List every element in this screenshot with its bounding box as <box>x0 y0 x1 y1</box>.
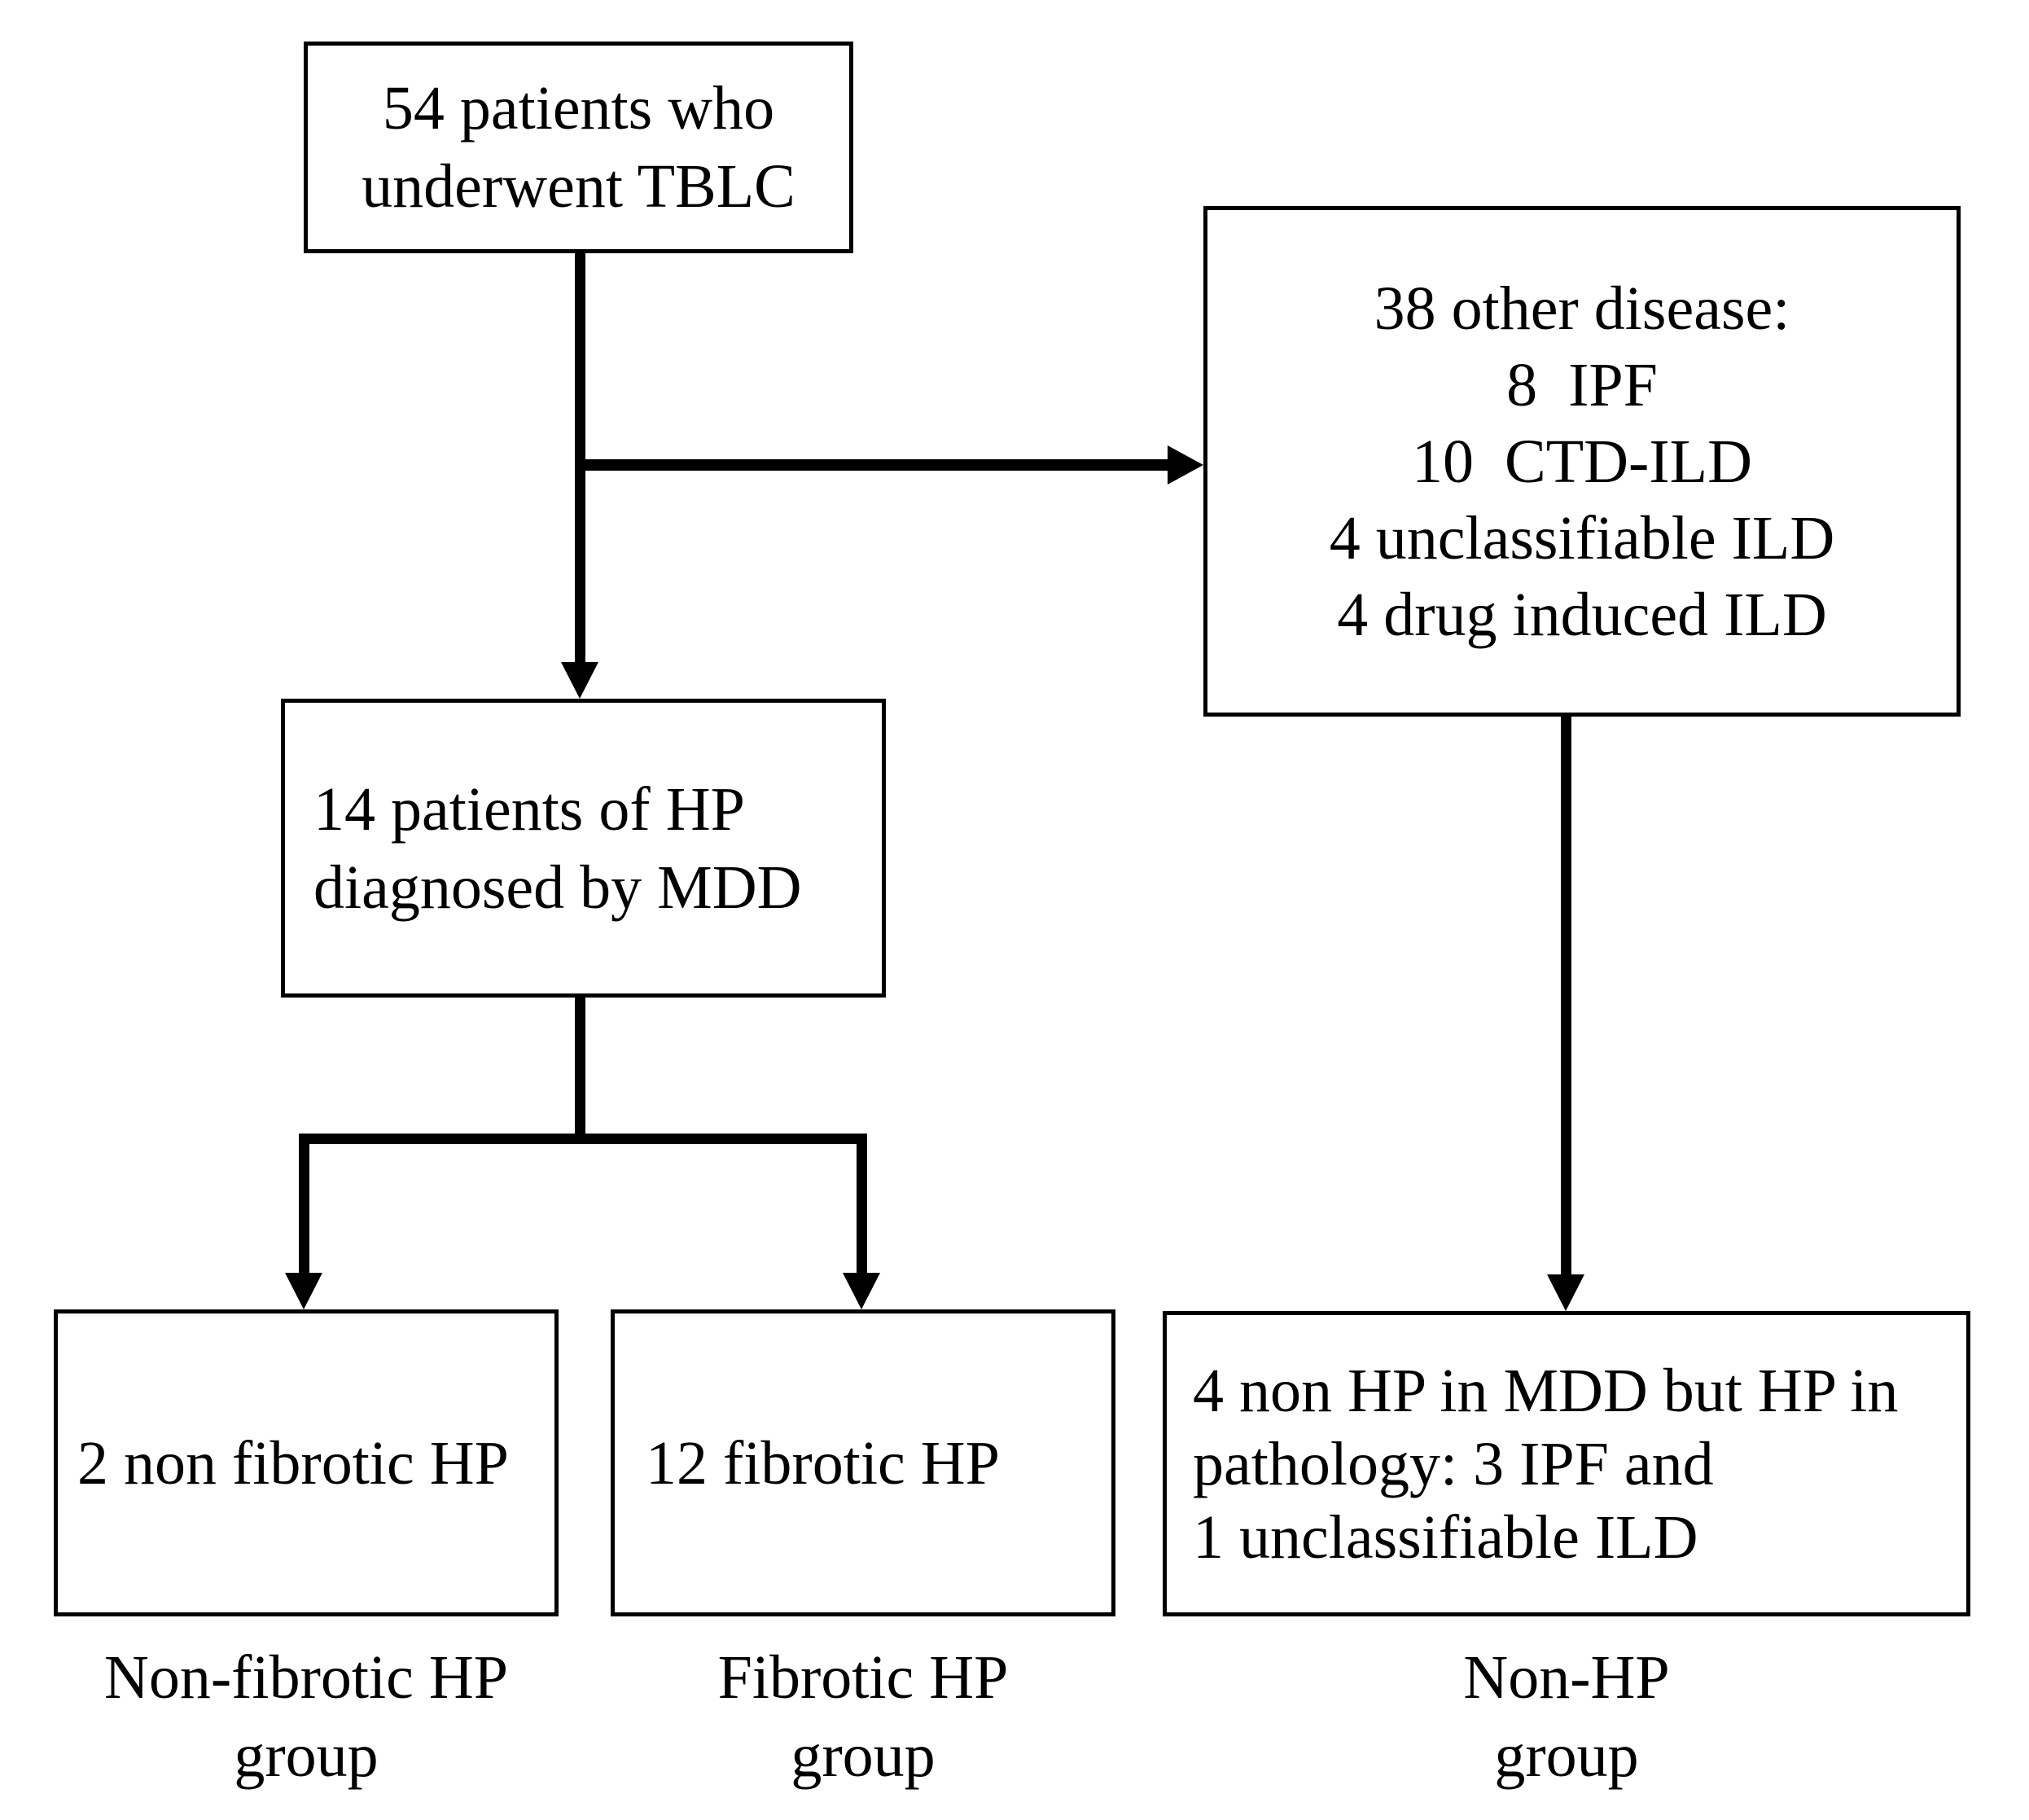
arrowhead-down-icon <box>843 1273 880 1309</box>
node-12-fibrotic-hp: 12 fibrotic HP <box>611 1309 1115 1616</box>
node-54-patients-tblc: 54 patients who underwent TBLC <box>304 42 853 253</box>
group-label-line: group <box>791 1721 936 1790</box>
arrowhead-down-icon <box>561 662 598 699</box>
node-4-non-hp-pathology: 4 non HP in MDD but HP in pathology: 3 I… <box>1163 1311 1970 1616</box>
group-label-line: group <box>234 1721 379 1790</box>
node-text-line: diagnosed by MDD <box>313 853 802 922</box>
arrowhead-right-icon <box>1168 445 1203 485</box>
group-label-fibrotic-hp: Fibrotic HP group <box>611 1638 1115 1795</box>
node-text-line: 12 fibrotic HP <box>646 1428 1000 1498</box>
node-2-non-fibrotic-hp: 2 non fibrotic HP <box>54 1309 559 1616</box>
node-text-line: 54 patients who <box>382 74 775 143</box>
connector-other-to-nonhp <box>1561 717 1571 1276</box>
node-text-line: 4 non HP in MDD but HP in <box>1193 1356 1899 1425</box>
node-text-line: 10 CTD-ILD <box>1412 427 1752 496</box>
node-text-line: 4 drug induced ILD <box>1337 580 1827 649</box>
node-text-line: 8 IPF <box>1506 350 1658 419</box>
group-label-non-fibrotic-hp: Non-fibrotic HP group <box>54 1638 559 1795</box>
node-14-patients-hp-mdd: 14 patients of HP diagnosed by MDD <box>281 699 886 998</box>
connector-tee-to-nonfibrotic <box>299 1134 309 1274</box>
connector-hpmdd-to-tee <box>575 998 585 1144</box>
group-label-line: group <box>1494 1721 1639 1790</box>
group-label-line: Fibrotic HP <box>717 1643 1009 1712</box>
node-text-line: underwent TBLC <box>362 152 795 221</box>
node-text-line: pathology: 3 IPF and <box>1193 1429 1714 1498</box>
node-text-line: 38 other disease: <box>1374 274 1790 343</box>
node-text-line: 2 non fibrotic HP <box>77 1428 509 1498</box>
connector-branch-to-other <box>575 459 1171 471</box>
node-text-line: 4 unclassifiable ILD <box>1329 503 1835 572</box>
arrowhead-down-icon <box>285 1273 322 1309</box>
arrowhead-down-icon <box>1547 1274 1584 1311</box>
node-text-line: 14 patients of HP <box>313 774 745 844</box>
connector-tee-to-fibrotic <box>857 1134 867 1274</box>
group-label-non-hp: Non-HP group <box>1163 1638 1970 1795</box>
group-label-line: Non-HP <box>1463 1643 1670 1712</box>
node-text-line: 1 unclassifiable ILD <box>1193 1502 1698 1572</box>
group-label-line: Non-fibrotic HP <box>103 1643 509 1712</box>
connector-tee-bar <box>299 1134 867 1144</box>
node-38-other-disease: 38 other disease: 8 IPF 10 CTD-ILD 4 unc… <box>1203 206 1961 717</box>
